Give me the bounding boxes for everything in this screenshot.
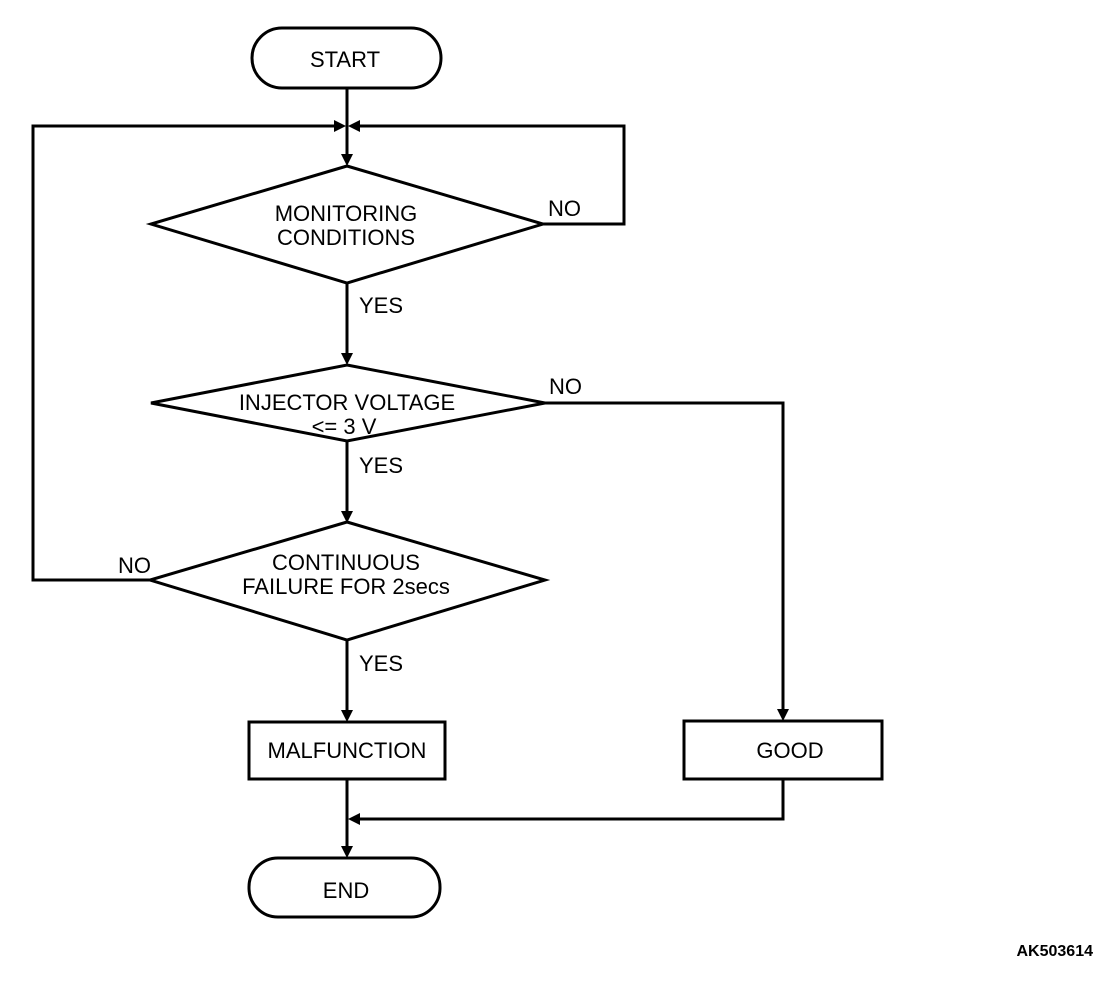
edge-label-injector-no: NO — [549, 374, 582, 399]
continuous-decision — [144, 520, 551, 642]
end-terminal — [247, 856, 442, 919]
edge-label-continuous-no: NO — [118, 553, 151, 578]
connector-continuous-no-loop — [31, 124, 338, 582]
continuous-label-line-1: CONTINUOUS — [272, 550, 420, 575]
monitoring-label-line-2: CONDITIONS — [277, 225, 415, 250]
connector-good-to-end — [356, 779, 785, 821]
injector-label-line-2: <= 3 V — [312, 414, 377, 439]
malfunction-label: MALFUNCTION — [268, 738, 427, 763]
arrowhead — [341, 154, 353, 166]
good-box — [682, 719, 884, 781]
arrowhead — [777, 709, 789, 721]
start-label: START — [310, 47, 380, 72]
good-label: GOOD — [756, 738, 823, 763]
arrowhead — [341, 710, 353, 722]
arrowhead — [341, 846, 353, 858]
edge-label-monitoring-yes: YES — [359, 293, 403, 318]
injector-label-line-1: INJECTOR VOLTAGE — [239, 390, 455, 415]
arrowhead — [334, 120, 346, 132]
continuous-label-line-2: FAILURE FOR 2secs — [242, 574, 450, 599]
arrowhead — [348, 813, 360, 825]
edge-label-continuous-yes: YES — [359, 651, 403, 676]
monitoring-decision — [145, 164, 549, 285]
end-label: END — [323, 878, 369, 903]
start-terminal — [250, 26, 443, 90]
arrowhead — [341, 353, 353, 365]
monitoring-label-line-1: MONITORING — [275, 201, 418, 226]
malfunction-box — [247, 720, 447, 781]
arrowhead — [341, 511, 353, 523]
connector-monitoring-no-loop — [356, 124, 626, 226]
figure-code: AK503614 — [1017, 943, 1094, 960]
edge-label-monitoring-no: NO — [548, 196, 581, 221]
edge-label-injector-yes: YES — [359, 453, 403, 478]
arrowhead — [348, 120, 360, 132]
injector-decision — [150, 363, 546, 443]
connector-injector-no — [545, 401, 785, 713]
